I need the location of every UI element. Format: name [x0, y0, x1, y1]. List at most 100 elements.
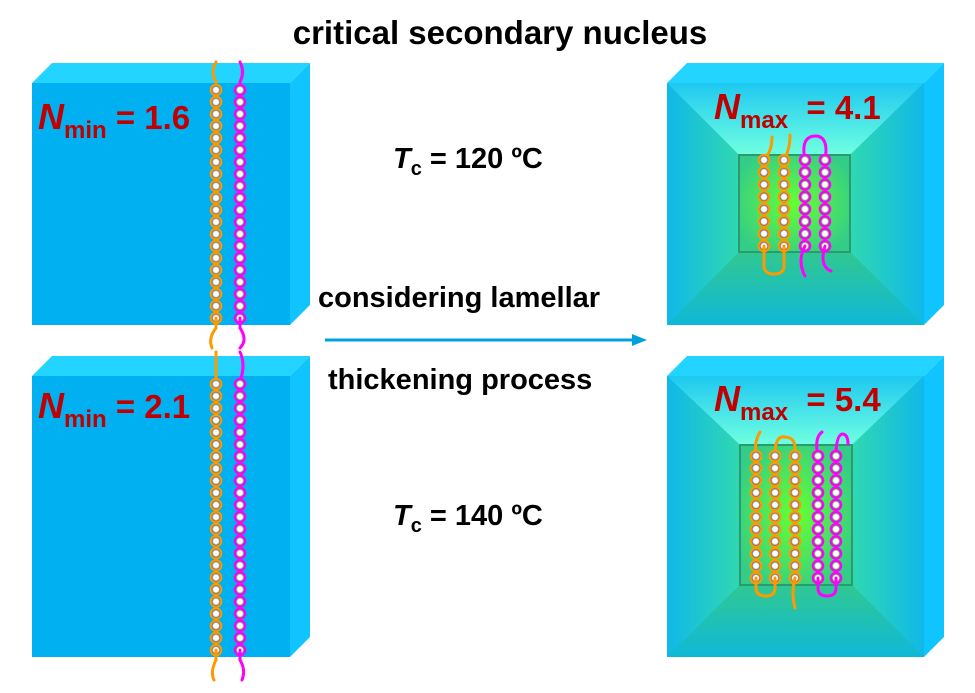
- bead: [233, 546, 247, 560]
- bead: [768, 461, 782, 475]
- box-top-right-side-face: [924, 63, 944, 325]
- bead: [811, 474, 825, 487]
- box-top-right-pit-top: [667, 83, 924, 155]
- bead: [818, 153, 832, 167]
- bead: [749, 522, 763, 536]
- bead: [811, 547, 825, 560]
- bead: [209, 546, 223, 560]
- bead: [233, 143, 247, 157]
- magenta-chain-bottom-left: [233, 377, 247, 657]
- bead: [233, 119, 247, 133]
- bead: [233, 522, 247, 536]
- orange-chain-tail: [211, 60, 218, 92]
- bead: [749, 474, 763, 487]
- bead: [209, 462, 223, 475]
- bead: [757, 227, 771, 241]
- bead: [818, 190, 832, 204]
- box-bottom-left-top-face: [32, 356, 310, 376]
- bead: [209, 474, 223, 488]
- bead: [818, 165, 832, 179]
- magenta-chain-top-left: [233, 83, 247, 325]
- bead: [209, 275, 223, 289]
- orange-fold: [754, 576, 777, 598]
- bead: [798, 165, 812, 179]
- bead: [209, 107, 223, 121]
- bead: [233, 83, 247, 97]
- bead: [757, 153, 771, 167]
- bead: [811, 559, 825, 573]
- bead: [777, 227, 791, 241]
- bead: [209, 155, 223, 169]
- bead: [209, 559, 223, 572]
- bead: [749, 547, 763, 560]
- bead: [788, 535, 802, 548]
- bead: [209, 522, 223, 536]
- bead: [798, 153, 812, 167]
- arrow-label-line1: considering lamellar: [318, 282, 601, 314]
- bead: [233, 559, 247, 572]
- bead: [209, 534, 223, 548]
- bead: [829, 535, 843, 548]
- bead: [749, 510, 763, 524]
- bead: [768, 449, 782, 463]
- bead: [233, 401, 247, 415]
- orange-stem-1: [749, 449, 763, 585]
- orange-chain-tail: [209, 316, 218, 350]
- bead: [233, 450, 247, 463]
- bead: [209, 263, 223, 277]
- bead: [209, 131, 223, 145]
- bead: [829, 559, 843, 573]
- bead: [233, 486, 247, 500]
- bead: [209, 510, 223, 524]
- magenta-chain-tail: [238, 60, 244, 92]
- bead: [233, 191, 247, 205]
- orange-chain-bottom-left: [209, 377, 223, 657]
- bead: [768, 510, 782, 524]
- bead: [209, 498, 223, 512]
- box-top-right-pit-bottom: [667, 252, 924, 325]
- bead: [811, 461, 825, 475]
- magenta-stem-2: [829, 449, 843, 585]
- magenta-chain-tail: [821, 244, 833, 273]
- bead: [777, 165, 791, 179]
- nmax-label-bottom: Nmax = 5.4: [714, 378, 881, 426]
- bead: [757, 178, 771, 191]
- orange-chain-top-left: [209, 83, 223, 325]
- bead: [798, 202, 812, 216]
- bead: [209, 299, 223, 313]
- box-bottom-right-top-face: [667, 356, 944, 376]
- bead: [777, 178, 791, 191]
- bead: [233, 426, 247, 439]
- bead: [768, 486, 782, 499]
- bead: [233, 619, 247, 633]
- bead: [233, 107, 247, 121]
- bead: [233, 534, 247, 548]
- bead: [829, 498, 843, 512]
- bead: [233, 595, 247, 608]
- bead: [233, 179, 247, 193]
- nmax-label-top: Nmax = 4.1: [714, 86, 881, 134]
- bead: [233, 583, 247, 596]
- orange-stem-3: [788, 449, 802, 585]
- bead: [233, 377, 247, 391]
- bead: [768, 474, 782, 487]
- arrow: [325, 334, 647, 346]
- bead: [209, 413, 223, 427]
- magenta-fold: [802, 134, 828, 162]
- box-bottom-right-pit-right: [852, 376, 924, 657]
- bead: [798, 190, 812, 204]
- bead: [209, 251, 223, 265]
- bead: [209, 95, 223, 109]
- orange-stem-2: [768, 449, 782, 585]
- magenta-chain-tail: [238, 648, 246, 682]
- bead: [209, 215, 223, 229]
- box-top-right-pit-left: [667, 83, 739, 325]
- box-top-left-front-face: [32, 83, 290, 325]
- bead: [233, 131, 247, 145]
- bead: [777, 215, 791, 228]
- bead: [788, 486, 802, 499]
- bead: [788, 522, 802, 536]
- bead: [749, 461, 763, 475]
